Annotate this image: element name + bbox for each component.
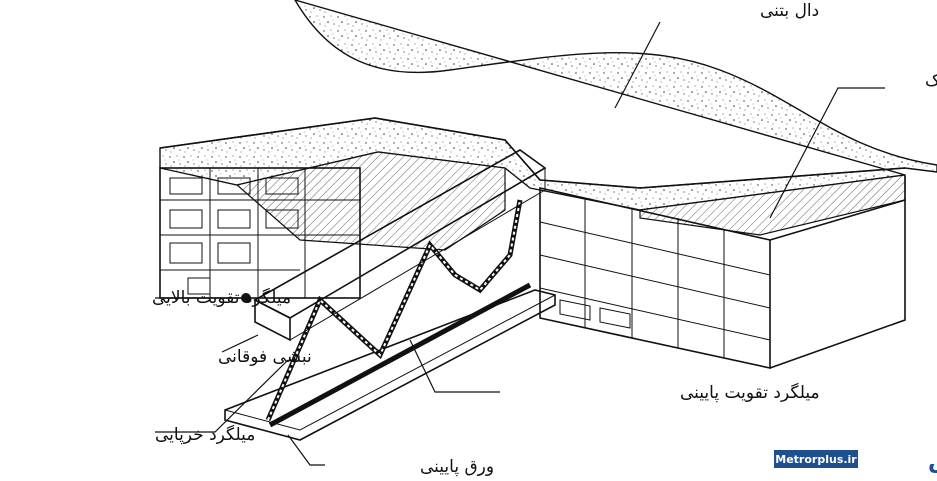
brand-site-box <box>774 450 858 468</box>
label-bottom-plate: ورق پایینی <box>420 457 494 477</box>
label-concrete-slab: دال بتنی <box>760 1 819 21</box>
leader-slab <box>614 21 661 109</box>
right-block-top <box>639 174 906 236</box>
bottom-rebar <box>268 282 532 428</box>
slab-outline <box>159 117 906 189</box>
top-angle <box>253 149 547 342</box>
brand-site: Metrorplus.ir <box>775 453 857 466</box>
leader-top-angle <box>221 334 259 353</box>
label-block: بلوک <box>925 71 937 91</box>
label-top-angle: نبشی فوقانی <box>218 347 312 367</box>
leader-truss-rebar <box>155 359 289 433</box>
top-rebar-section <box>241 293 251 303</box>
leader-bottom-plate <box>287 434 325 466</box>
leader-bottom-rebar <box>409 339 500 393</box>
label-bottom-rebar: میلگرد تقویت پایینی <box>680 382 820 403</box>
label-top-rebar: میلگرد تقویت بالایی <box>152 287 291 308</box>
right-block <box>539 175 906 369</box>
left-block-top <box>235 151 506 251</box>
brand-badge: Metrorplus.ir مترو پلاس <box>774 449 937 474</box>
leader-block <box>769 87 885 219</box>
bottom-plate <box>224 289 556 441</box>
brand-logo: مترو پلاس <box>928 449 937 474</box>
label-truss-rebar: میلگرد خرپایی <box>155 424 255 445</box>
